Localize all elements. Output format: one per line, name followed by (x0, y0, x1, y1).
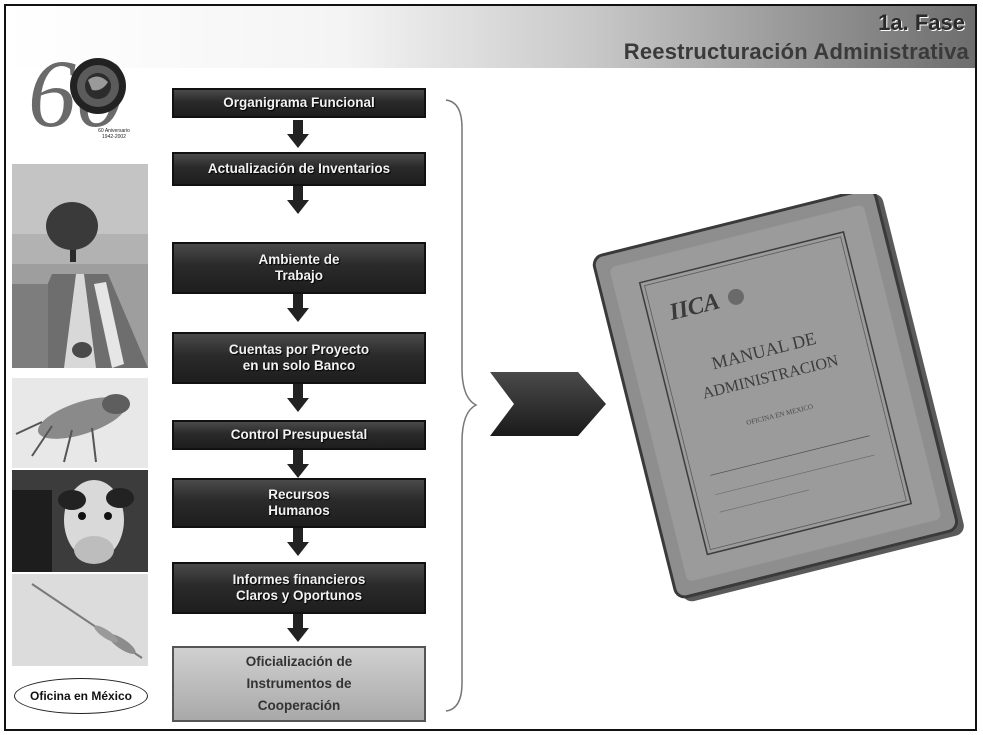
header-band (6, 6, 975, 68)
wheat-photo (12, 574, 148, 666)
logo-caption: 60 Aniversario 1942-2002 (98, 128, 130, 140)
slide-title: Reestructuración Administrativa (623, 39, 969, 64)
brace-icon (445, 99, 478, 712)
step-ambiente: Ambiente de Trabajo (172, 242, 426, 294)
left-column: 60 60 Aniversario 1942-2002 (8, 26, 148, 726)
down-arrow-icon (287, 186, 309, 214)
cow-photo (12, 470, 148, 572)
step-recursos: Recursos Humanos (172, 478, 426, 528)
down-arrow-icon (287, 450, 309, 478)
manual-book-image: IICA MANUAL DE ADMINISTRACION OFICINA EN… (592, 194, 964, 602)
step-cuentas: Cuentas por Proyecto en un solo Banco (172, 332, 426, 384)
step-inventarios: Actualización de Inventarios (172, 152, 426, 186)
insect-photo (12, 378, 148, 468)
step-control: Control Presupuestal (172, 420, 426, 450)
down-arrow-icon (287, 614, 309, 642)
down-arrow-icon (287, 294, 309, 322)
slide-phase-label: 1a. Fase (878, 10, 965, 35)
down-arrow-icon (287, 384, 309, 412)
down-arrow-icon (287, 528, 309, 556)
anniversary-logo: 60 (28, 40, 126, 144)
down-arrow-icon (287, 120, 309, 148)
chevron-right-icon (490, 372, 606, 436)
step-oficializacion: Oficialización de Instrumentos de Cooper… (172, 646, 426, 722)
step-informes: Informes financieros Claros y Oportunos (172, 562, 426, 614)
office-badge: Oficina en México (14, 678, 148, 714)
step-organigrama: Organigrama Funcional (172, 88, 426, 118)
landscape-photo (12, 164, 148, 368)
slide: 1a. Fase Reestructuración Administrativa… (4, 4, 977, 731)
